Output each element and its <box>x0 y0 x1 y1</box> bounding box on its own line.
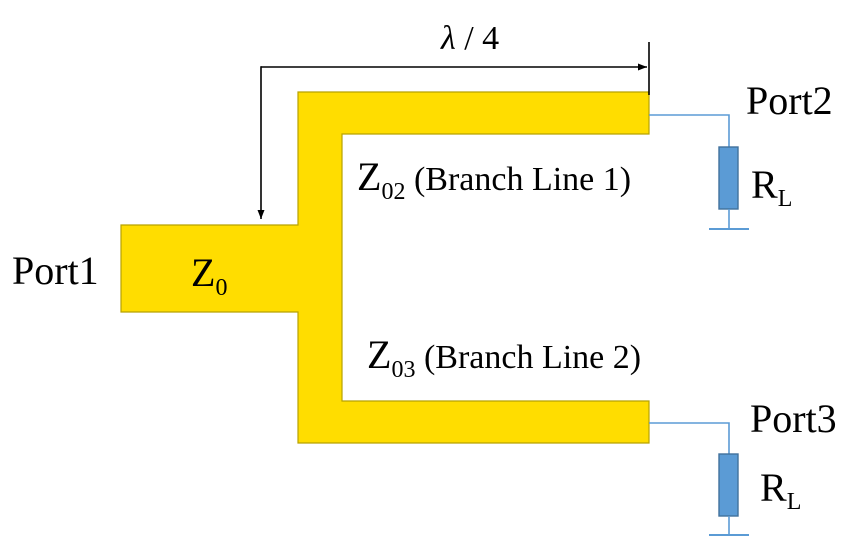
port3-load-circuit <box>649 422 749 536</box>
load-resistor-2-label: RL <box>760 465 801 515</box>
lambda-symbol: λ <box>440 20 456 57</box>
main-line-impedance-label: Z0 <box>191 250 227 301</box>
load-resistor-1-label: RL <box>751 162 792 212</box>
port1-label: Port1 <box>12 248 99 293</box>
port3-label: Port3 <box>750 396 837 441</box>
load-2-subscript: L <box>787 489 802 515</box>
port2-label: Port2 <box>746 78 833 123</box>
main-impedance-subscript: 0 <box>215 275 227 301</box>
branch-line-1-label: Z02 (Branch Line 1) <box>357 154 631 205</box>
port2-wire <box>649 114 730 147</box>
main-impedance-symbol: Z <box>191 250 215 295</box>
branch-2-impedance-subscript: 03 <box>391 357 415 383</box>
branch-1-impedance-subscript: 02 <box>381 179 405 205</box>
branch-1-impedance-symbol: Z <box>357 154 381 199</box>
microstrip-conductor <box>120 91 650 444</box>
branch-line-2-label: Z03 (Branch Line 2) <box>367 332 641 383</box>
load-1-subscript: L <box>778 186 793 212</box>
quarter-wave-dimension: λ / 4 <box>257 20 650 219</box>
branch-2-description: (Branch Line 2) <box>415 339 641 376</box>
load-2-symbol: R <box>760 465 787 510</box>
resistor-1-icon <box>718 146 739 210</box>
port2-load-circuit <box>649 114 749 230</box>
quarter-wave-label: λ / 4 <box>440 20 499 57</box>
branch-1-description: (Branch Line 1) <box>405 161 631 198</box>
port3-wire <box>649 422 730 454</box>
branch-2-impedance-symbol: Z <box>367 332 391 377</box>
resistor-2-icon <box>718 453 739 517</box>
quarter-wave-divisor: / 4 <box>456 20 499 57</box>
load-1-symbol: R <box>751 162 778 207</box>
